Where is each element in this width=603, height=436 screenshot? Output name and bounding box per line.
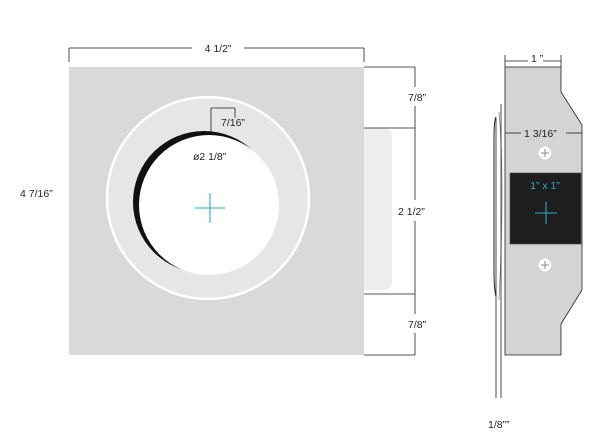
top-screw-icon	[537, 145, 553, 161]
side-view: 1 ” 1 3/16” 1” x 1” 1/8””	[488, 53, 583, 431]
plate-shadow	[364, 128, 392, 290]
width-label: 4 1/2”	[205, 43, 232, 55]
side-center-crosshair-icon	[535, 202, 557, 224]
right-dimension-lines	[364, 66, 416, 356]
bottom-screw-icon	[537, 257, 553, 273]
front-center-crosshair-icon	[195, 193, 225, 223]
diameter-label: ø2 1/8”	[193, 151, 227, 163]
middle-height-label: 2 1/2”	[398, 206, 425, 218]
trim-plate-profile	[493, 116, 497, 297]
flange-label: 1 3/16”	[524, 128, 557, 140]
trim-plate-profile-inner	[498, 111, 503, 301]
ring-width-label: 7/16”	[221, 117, 245, 129]
window-size-label: 1” x 1”	[530, 180, 560, 192]
plate-thickness-label: 1/8””	[488, 419, 510, 431]
front-view: 4 1/2” 4 7/16” 7/8” 2 1/2” 7/8” 7/16” ø2…	[20, 43, 427, 356]
ring-width-callout	[210, 107, 236, 132]
depth-label: 1 ”	[531, 53, 544, 65]
aperture	[139, 135, 279, 275]
height-label: 4 7/16”	[20, 188, 53, 200]
bottom-gap-label: 7/8”	[408, 319, 427, 331]
width-dimension	[68, 47, 365, 62]
top-gap-label: 7/8”	[408, 92, 427, 104]
depth-dimension	[504, 55, 562, 67]
